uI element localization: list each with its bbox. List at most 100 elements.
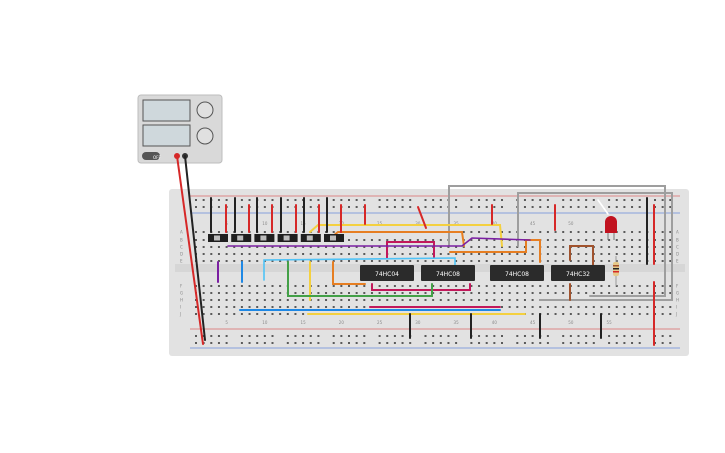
breadboard-hole[interactable] — [325, 306, 328, 308]
breadboard-hole[interactable] — [615, 260, 618, 262]
breadboard-hole[interactable] — [455, 206, 458, 208]
breadboard-hole[interactable] — [217, 342, 220, 344]
breadboard-hole[interactable] — [340, 292, 343, 294]
breadboard-hole[interactable] — [409, 285, 412, 287]
breadboard-hole[interactable] — [661, 306, 664, 308]
breadboard-hole[interactable] — [485, 285, 488, 287]
breadboard-hole[interactable] — [416, 260, 419, 262]
breadboard-hole[interactable] — [546, 239, 549, 241]
breadboard-hole[interactable] — [416, 299, 419, 301]
breadboard-hole[interactable] — [271, 285, 274, 287]
breadboard-hole[interactable] — [539, 306, 542, 308]
breadboard-hole[interactable] — [493, 342, 496, 344]
breadboard-hole[interactable] — [409, 292, 412, 294]
breadboard-hole[interactable] — [210, 313, 213, 315]
breadboard-hole[interactable] — [294, 335, 297, 337]
breadboard-hole[interactable] — [309, 260, 312, 262]
breadboard-hole[interactable] — [286, 246, 289, 248]
breadboard-hole[interactable] — [378, 239, 381, 241]
breadboard-hole[interactable] — [631, 285, 634, 287]
breadboard-hole[interactable] — [554, 292, 557, 294]
breadboard-hole[interactable] — [401, 285, 404, 287]
breadboard-hole[interactable] — [348, 342, 350, 344]
breadboard-hole[interactable] — [600, 285, 603, 287]
breadboard-hole[interactable] — [577, 253, 580, 255]
breadboard-hole[interactable] — [470, 292, 473, 294]
breadboard-hole[interactable] — [569, 342, 572, 344]
breadboard-hole[interactable] — [623, 285, 626, 287]
breadboard-hole[interactable] — [332, 246, 335, 248]
breadboard-hole[interactable] — [485, 292, 488, 294]
breadboard-hole[interactable] — [470, 260, 473, 262]
breadboard-hole[interactable] — [302, 313, 305, 315]
breadboard-hole[interactable] — [478, 342, 481, 344]
breadboard-hole[interactable] — [401, 292, 404, 294]
breadboard-hole[interactable] — [355, 253, 358, 255]
breadboard-hole[interactable] — [256, 253, 259, 255]
breadboard-hole[interactable] — [263, 313, 266, 315]
breadboard-hole[interactable] — [363, 285, 366, 287]
breadboard-hole[interactable] — [478, 239, 481, 241]
breadboard-hole[interactable] — [294, 246, 297, 248]
breadboard-hole[interactable] — [623, 313, 626, 315]
breadboard-hole[interactable] — [363, 342, 366, 344]
breadboard-hole[interactable] — [416, 285, 419, 287]
breadboard-hole[interactable] — [516, 342, 519, 344]
breadboard-hole[interactable] — [309, 246, 312, 248]
breadboard-hole[interactable] — [554, 246, 557, 248]
breadboard-hole[interactable] — [348, 292, 350, 294]
breadboard-hole[interactable] — [608, 313, 611, 315]
breadboard-hole[interactable] — [623, 206, 626, 208]
breadboard-hole[interactable] — [631, 306, 634, 308]
breadboard-hole[interactable] — [592, 306, 595, 308]
breadboard-hole[interactable] — [263, 335, 266, 337]
breadboard-hole[interactable] — [531, 342, 534, 344]
breadboard-hole[interactable] — [638, 335, 641, 337]
breadboard-hole[interactable] — [546, 206, 549, 208]
breadboard-hole[interactable] — [263, 231, 266, 233]
breadboard-hole[interactable] — [516, 335, 519, 337]
breadboard-hole[interactable] — [478, 335, 481, 337]
breadboard-hole[interactable] — [363, 299, 366, 301]
breadboard-hole[interactable] — [577, 199, 580, 201]
breadboard-hole[interactable] — [501, 206, 503, 208]
breadboard-hole[interactable] — [432, 199, 435, 201]
breadboard-hole[interactable] — [646, 313, 649, 315]
breadboard-hole[interactable] — [493, 285, 496, 287]
breadboard-hole[interactable] — [577, 206, 580, 208]
breadboard-hole[interactable] — [669, 342, 672, 344]
breadboard-hole[interactable] — [240, 253, 243, 255]
breadboard-hole[interactable] — [225, 246, 228, 248]
breadboard-hole[interactable] — [309, 342, 312, 344]
breadboard-hole[interactable] — [493, 239, 496, 241]
breadboard-hole[interactable] — [332, 231, 335, 233]
breadboard-hole[interactable] — [439, 299, 442, 301]
breadboard-hole[interactable] — [523, 285, 526, 287]
breadboard-hole[interactable] — [615, 292, 618, 294]
breadboard-hole[interactable] — [608, 253, 611, 255]
breadboard-hole[interactable] — [225, 306, 228, 308]
breadboard-hole[interactable] — [447, 292, 450, 294]
breadboard-hole[interactable] — [516, 306, 519, 308]
breadboard-hole[interactable] — [309, 306, 312, 308]
breadboard-hole[interactable] — [409, 199, 412, 201]
breadboard-hole[interactable] — [646, 306, 649, 308]
breadboard-hole[interactable] — [294, 285, 297, 287]
breadboard-hole[interactable] — [562, 313, 565, 315]
breadboard-hole[interactable] — [623, 231, 626, 233]
breadboard-hole[interactable] — [600, 306, 603, 308]
breadboard-hole[interactable] — [409, 239, 412, 241]
breadboard-hole[interactable] — [615, 335, 618, 337]
breadboard-hole[interactable] — [501, 231, 503, 233]
breadboard-hole[interactable] — [608, 335, 611, 337]
breadboard-hole[interactable] — [623, 260, 626, 262]
breadboard-hole[interactable] — [240, 199, 243, 201]
breadboard-hole[interactable] — [661, 239, 664, 241]
breadboard-hole[interactable] — [631, 292, 634, 294]
breadboard-hole[interactable] — [248, 299, 251, 301]
breadboard-hole[interactable] — [615, 285, 618, 287]
breadboard-hole[interactable] — [592, 206, 595, 208]
breadboard-hole[interactable] — [562, 292, 565, 294]
breadboard-hole[interactable] — [592, 239, 595, 241]
breadboard-hole[interactable] — [332, 292, 335, 294]
